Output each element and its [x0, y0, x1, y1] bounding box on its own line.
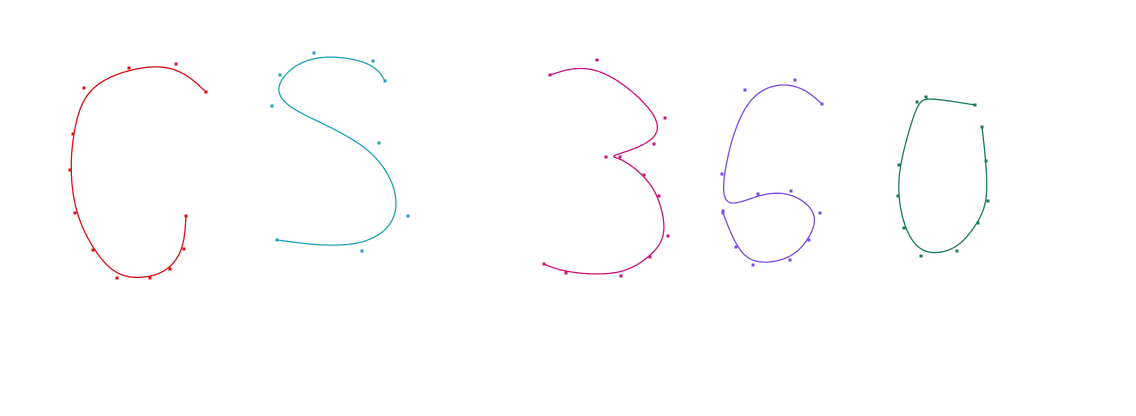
control-point-s-1[interactable]	[371, 59, 375, 63]
control-point-s-2[interactable]	[312, 51, 316, 55]
control-point-s-0[interactable]	[383, 79, 387, 83]
control-point-three-9[interactable]	[648, 255, 652, 259]
glyph-s[interactable]	[270, 51, 410, 253]
control-point-three-11[interactable]	[564, 271, 568, 275]
digit-3-curve	[543, 67, 665, 275]
control-point-three-4[interactable]	[604, 155, 608, 159]
control-point-zero-2[interactable]	[915, 100, 919, 104]
control-point-six-8[interactable]	[807, 238, 811, 242]
control-point-six-12[interactable]	[721, 211, 725, 215]
control-point-three-8[interactable]	[666, 234, 670, 238]
control-point-s-4[interactable]	[270, 104, 274, 108]
control-point-three-6[interactable]	[642, 173, 646, 177]
control-point-s-3[interactable]	[278, 73, 282, 77]
glyph-six[interactable]	[720, 78, 824, 267]
control-point-zero-6[interactable]	[919, 254, 923, 258]
control-point-c-11[interactable]	[182, 247, 186, 251]
control-point-c-4[interactable]	[71, 132, 75, 136]
control-point-zero-10[interactable]	[984, 159, 988, 163]
control-point-c-0[interactable]	[204, 90, 208, 94]
control-point-c-6[interactable]	[73, 211, 77, 215]
control-point-zero-5[interactable]	[902, 226, 906, 230]
control-point-c-12[interactable]	[184, 214, 188, 218]
control-point-six-0[interactable]	[820, 102, 824, 106]
control-point-three-3[interactable]	[652, 142, 656, 146]
control-point-three-0[interactable]	[548, 73, 552, 77]
control-point-zero-0[interactable]	[973, 103, 977, 107]
control-point-s-8[interactable]	[275, 238, 279, 242]
control-point-six-3[interactable]	[720, 172, 724, 176]
control-point-c-5[interactable]	[68, 168, 72, 172]
control-point-c-3[interactable]	[82, 86, 86, 90]
control-point-six-9[interactable]	[788, 258, 792, 262]
control-point-six-2[interactable]	[743, 88, 747, 92]
control-point-three-1[interactable]	[595, 58, 599, 62]
control-point-zero-9[interactable]	[986, 199, 990, 203]
control-point-c-8[interactable]	[115, 276, 119, 280]
control-point-three-10[interactable]	[619, 274, 623, 278]
control-point-six-10[interactable]	[751, 263, 755, 267]
digit-0-curve	[898, 98, 988, 254]
control-point-zero-8[interactable]	[976, 221, 980, 225]
control-point-six-11[interactable]	[734, 245, 738, 249]
control-point-zero-3[interactable]	[897, 163, 901, 167]
digit-6-curve	[722, 84, 823, 263]
control-point-zero-11[interactable]	[980, 125, 984, 129]
control-point-six-5[interactable]	[756, 192, 760, 196]
control-point-s-5[interactable]	[377, 141, 381, 145]
glyph-zero[interactable]	[896, 95, 990, 258]
control-point-zero-7[interactable]	[955, 249, 959, 253]
control-point-six-6[interactable]	[789, 189, 793, 193]
letter-s-curve	[276, 56, 397, 246]
control-point-six-7[interactable]	[818, 211, 822, 215]
control-point-three-7[interactable]	[657, 194, 661, 198]
control-point-c-10[interactable]	[168, 267, 172, 271]
glyph-layer	[68, 51, 990, 280]
control-point-three-12[interactable]	[542, 262, 546, 266]
control-point-zero-4[interactable]	[896, 194, 900, 198]
control-point-c-7[interactable]	[91, 248, 95, 252]
control-point-c-9[interactable]	[148, 276, 152, 280]
control-point-six-1[interactable]	[793, 78, 797, 82]
control-point-s-7[interactable]	[360, 249, 364, 253]
control-point-c-2[interactable]	[127, 66, 131, 70]
glyph-three[interactable]	[542, 58, 670, 278]
control-point-three-5[interactable]	[618, 155, 622, 159]
letter-c-curve	[70, 66, 207, 279]
control-point-zero-1[interactable]	[924, 95, 928, 99]
control-point-c-1[interactable]	[174, 62, 178, 66]
control-point-three-2[interactable]	[663, 116, 667, 120]
glyph-c[interactable]	[68, 62, 208, 280]
control-point-six-4[interactable]	[721, 209, 725, 213]
control-point-s-6[interactable]	[406, 214, 410, 218]
